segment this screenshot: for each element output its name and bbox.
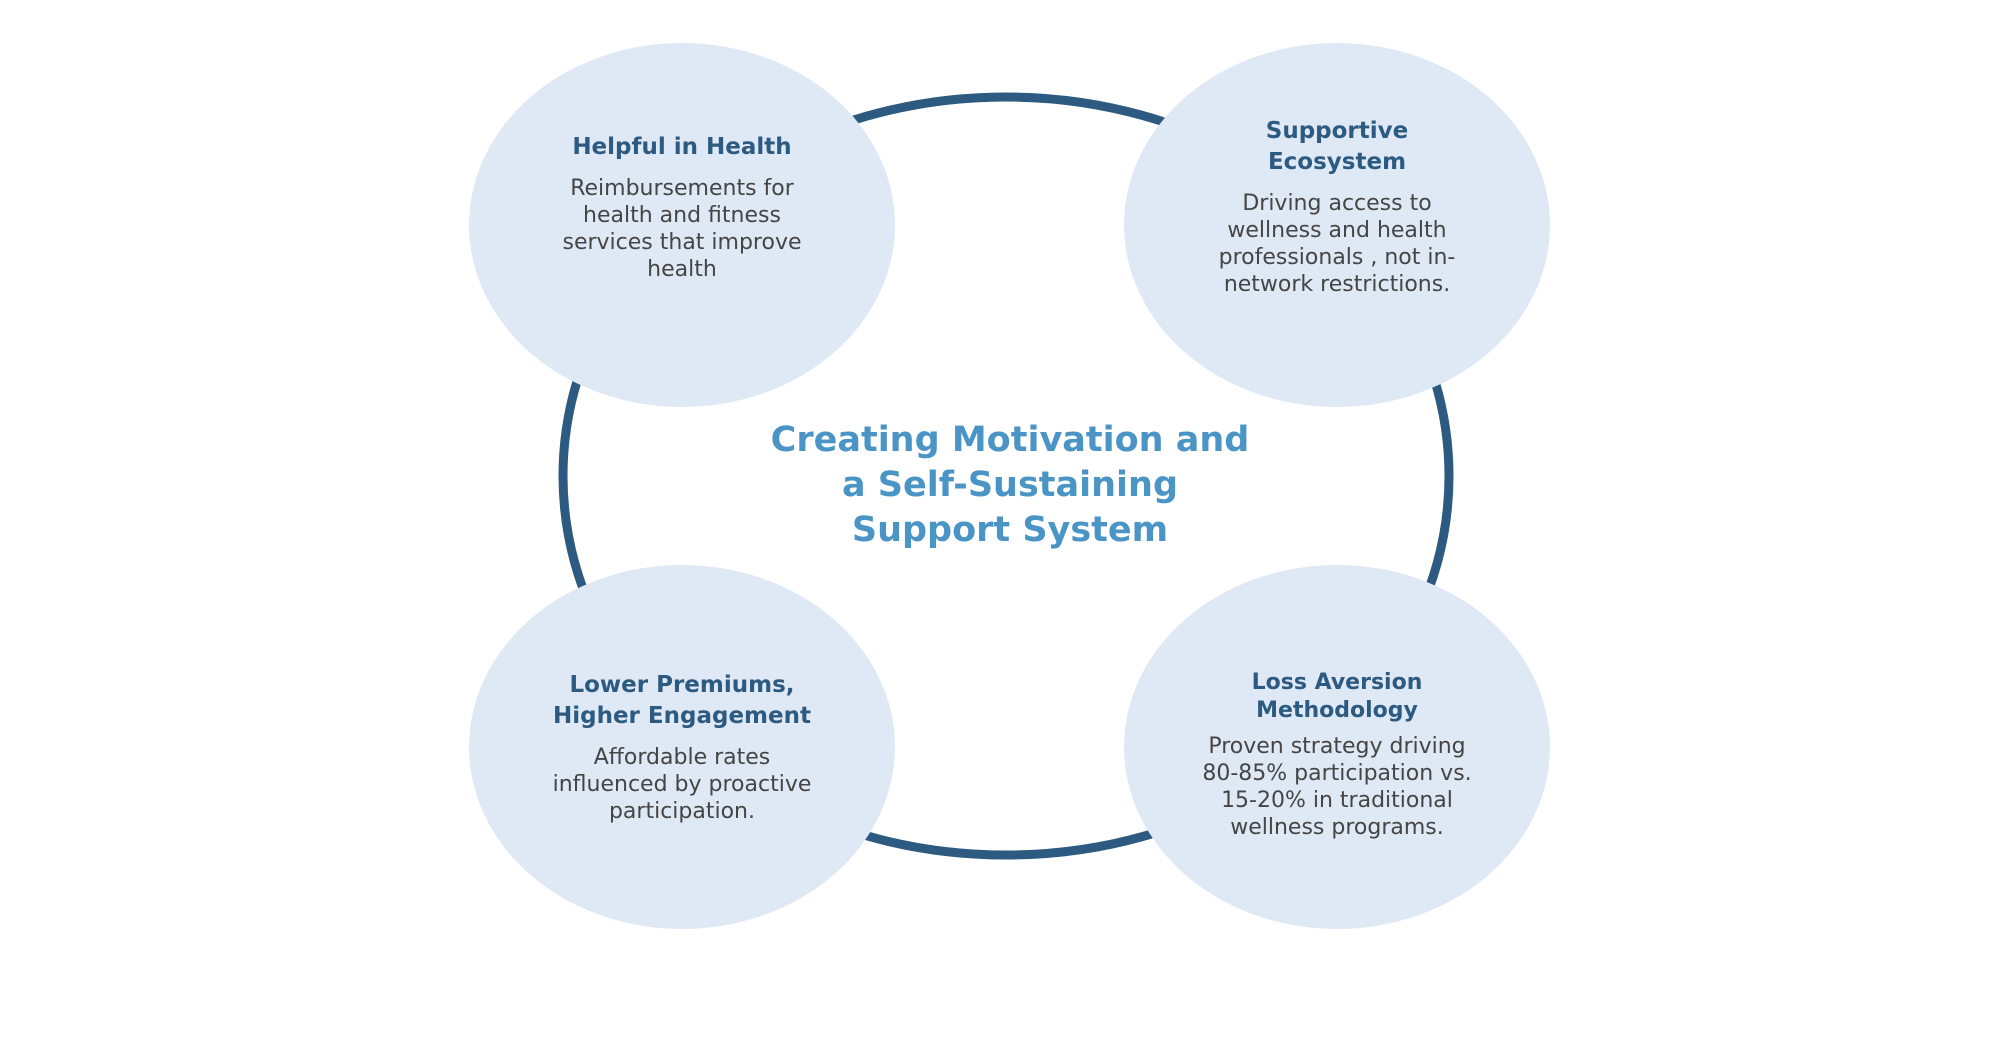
node-description: Proven strategy driving 80-85% participa… — [1202, 734, 1472, 840]
node-loss-aversion: Loss Aversion Methodology Proven strateg… — [1124, 565, 1550, 929]
node-content: Supportive Ecosystem Driving access to w… — [1194, 116, 1480, 298]
center-title: Creating Motivation and a Self-Sustainin… — [770, 420, 1250, 550]
node-title: Helpful in Health — [572, 133, 792, 160]
node-description: Affordable rates influenced by proactive… — [552, 744, 812, 824]
node-content: Lower Premiums, Higher Engagement Afford… — [553, 670, 812, 825]
node-title: Supportive Ecosystem — [1265, 118, 1409, 175]
node-content: Helpful in Health Reimbursements for hea… — [562, 132, 801, 283]
node-lower-premiums: Lower Premiums, Higher Engagement Afford… — [469, 565, 895, 929]
node-helpful-in-health: Helpful in Health Reimbursements for hea… — [469, 43, 895, 407]
node-title: Loss Aversion Methodology — [1251, 670, 1423, 723]
cycle-ring-ellipse — [558, 92, 1454, 860]
node-description: Driving access to wellness and health pr… — [1218, 191, 1456, 297]
node-supportive-ecosystem: Supportive Ecosystem Driving access to w… — [1124, 43, 1550, 407]
node-description: Reimbursements for health and fitness se… — [562, 175, 802, 282]
node-title: Lower Premiums, Higher Engagement — [552, 671, 811, 729]
node-content: Loss Aversion Methodology Proven strateg… — [1202, 669, 1471, 841]
